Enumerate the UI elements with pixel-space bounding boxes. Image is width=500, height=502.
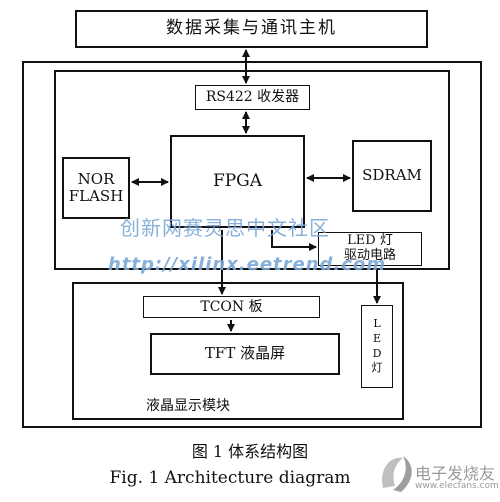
watermark-line1: 创新网赛灵思中文社区 — [120, 216, 330, 240]
led-driver-label: LED 灯 驱动电路 — [343, 233, 396, 263]
sdram-label: SDRAM — [362, 166, 422, 185]
tft-box: TFT 液晶屏 — [150, 333, 340, 375]
tft-label: TFT 液晶屏 — [204, 344, 286, 363]
elecfans-logo-text: 电子发烧友 — [415, 464, 496, 483]
caption-en: Fig. 1 Architecture diagram — [109, 468, 351, 488]
tcon-box: TCON 板 — [143, 296, 320, 318]
led-driver-box: LED 灯 驱动电路 — [318, 232, 422, 266]
norflash-label: NOR FLASH — [68, 169, 124, 205]
fpga-label: FPGA — [212, 170, 263, 191]
host-label: 数据采集与通讯主机 — [166, 18, 337, 39]
lcd-module-label: 液晶显示模块 — [146, 397, 230, 414]
sdram-box: SDRAM — [352, 140, 432, 212]
elecfans-logo: 电子发烧友 www.elecfans.com — [375, 450, 499, 498]
norflash-box: NOR FLASH — [62, 157, 130, 219]
rs422-label: RS422 收发器 — [205, 89, 300, 106]
host-box: 数据采集与通讯主机 — [75, 10, 428, 48]
elecfans-logo-url: www.elecfans.com — [415, 481, 499, 491]
watermark-line2: http://xilinx.eetrend.com — [108, 254, 387, 275]
arrow-fpga-led-driver — [271, 230, 317, 251]
caption-cn: 图 1 体系结构图 — [191, 442, 309, 461]
elecfans-logo-icon — [382, 456, 412, 492]
fpga-box: FPGA — [170, 135, 305, 228]
rs422-box: RS422 收发器 — [195, 85, 310, 110]
tcon-label: TCON 板 — [200, 298, 263, 315]
led-lamp-box: L E D 灯 — [361, 305, 393, 388]
led-lamp-label: L E D 灯 — [371, 316, 383, 375]
